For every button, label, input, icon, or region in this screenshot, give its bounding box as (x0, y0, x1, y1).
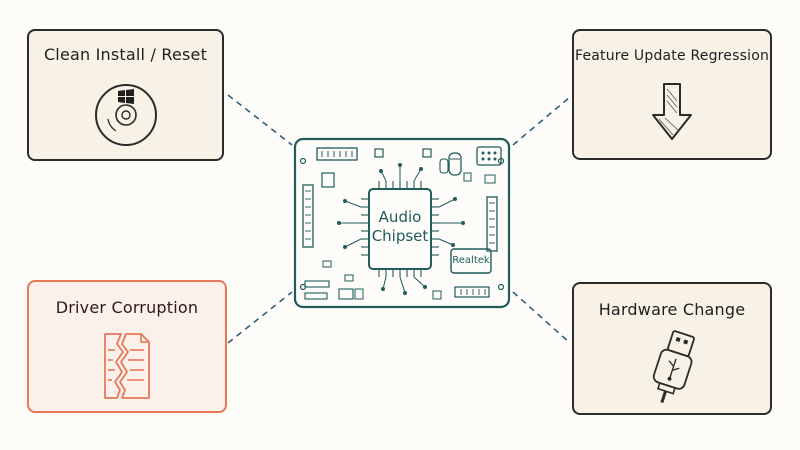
cause-title: Clean Install / Reset (43, 45, 208, 64)
torn-file-icon (104, 333, 150, 399)
down-arrow-icon (652, 83, 692, 140)
connector-top-right (512, 96, 571, 146)
circuit-board-drawing (293, 137, 511, 309)
cause-card-feature-update: Feature Update Regression (572, 29, 772, 160)
realtek-label: Realtek (452, 255, 490, 266)
connector-bottom-right (512, 291, 571, 344)
audio-circuit-board: Audio Chipset Realtek (293, 137, 511, 309)
chip-line-2: Chipset (371, 227, 429, 245)
audio-chipset-label: Audio Chipset (369, 208, 431, 246)
connector-bottom-left (227, 291, 293, 344)
windows-disc-icon (94, 84, 157, 146)
cause-card-clean-install: Clean Install / Reset (27, 29, 224, 161)
chip-line-1: Audio (378, 208, 422, 226)
cause-card-hardware-change: Hardware Change (572, 282, 772, 415)
cause-title: Hardware Change (598, 300, 746, 319)
cause-card-driver-corruption: Driver Corruption (27, 280, 227, 413)
cause-title: Driver Corruption (55, 298, 199, 317)
cause-title: Feature Update Regression (574, 48, 770, 64)
usb-plug-icon (652, 330, 695, 404)
connector-top-left (227, 94, 293, 146)
